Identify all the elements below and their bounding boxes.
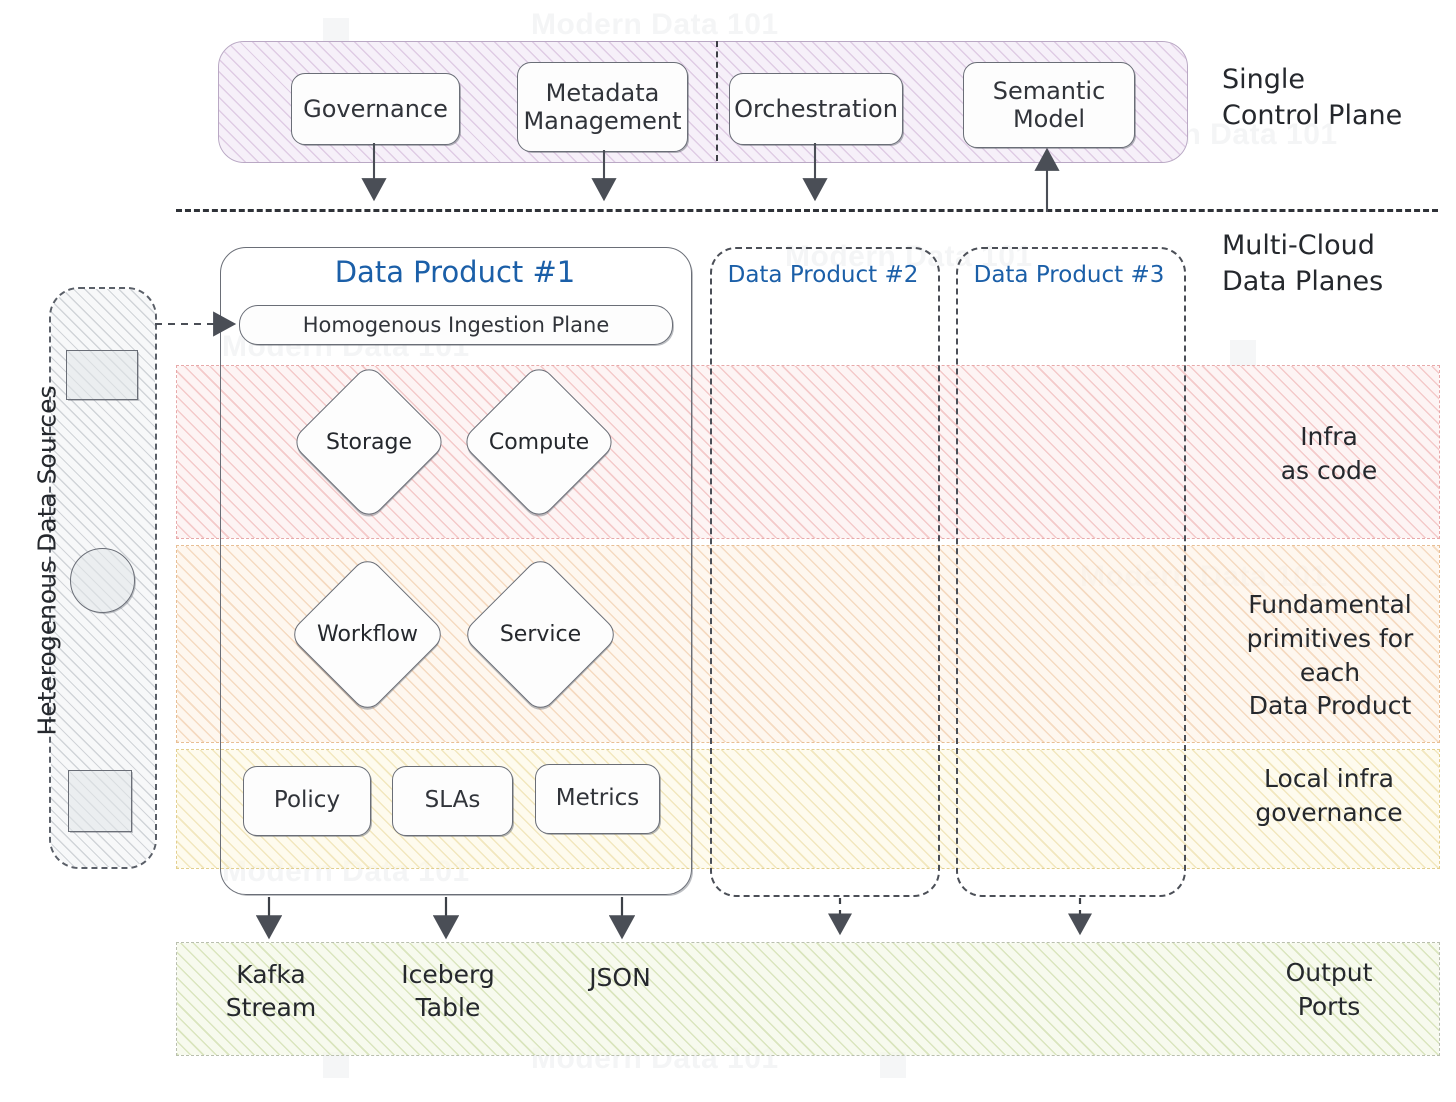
band-local-infra-governance (176, 749, 1440, 869)
watermark-square (880, 1052, 906, 1078)
node-compute[interactable]: Compute (459, 362, 619, 522)
band-governance-caption: Local infra governance (1255, 764, 1403, 827)
band-infra-caption: Infra as code (1280, 422, 1378, 485)
data-product-3-title: Data Product #3 (973, 262, 1165, 288)
watermark: Modern Data 101 (531, 8, 779, 41)
output-port-kafka-stream: Kafka Stream (225, 960, 317, 1022)
node-slas-label: SLAs (424, 787, 481, 814)
node-metrics[interactable]: Metrics (535, 764, 660, 834)
node-workflow[interactable]: Workflow (287, 554, 448, 715)
node-policy-label: Policy (273, 787, 341, 814)
multi-cloud-data-planes-caption: Multi-Cloud Data Planes (1222, 230, 1384, 298)
control-node-metadata-management[interactable]: Metadata Management (517, 62, 688, 152)
node-metrics-label: Metrics (555, 785, 640, 812)
single-control-plane-caption: Single Control Plane (1222, 64, 1403, 132)
node-service[interactable]: Service (460, 554, 621, 715)
node-slas[interactable]: SLAs (392, 766, 513, 836)
data-product-3-container (956, 247, 1186, 897)
control-node-semantic-model-label: Semantic Model (992, 76, 1106, 133)
data-source-rectangle-icon (66, 350, 138, 400)
watermark-square (323, 1052, 349, 1078)
watermark: Modern Data 101 (785, 240, 1033, 273)
node-service-label: Service (499, 622, 582, 647)
watermark-square (1230, 340, 1256, 366)
node-policy[interactable]: Policy (243, 766, 371, 836)
data-product-2-title: Data Product #2 (727, 262, 919, 288)
output-ports-caption: Output Ports (1285, 958, 1373, 1021)
data-product-1-title: Data Product #1 (334, 255, 576, 289)
control-node-governance[interactable]: Governance (291, 73, 460, 145)
node-storage[interactable]: Storage (289, 362, 449, 522)
control-plane-divider (716, 41, 718, 161)
data-source-square-icon (68, 770, 132, 832)
node-storage-label: Storage (325, 429, 413, 455)
plane-separator (176, 209, 1438, 212)
control-node-governance-label: Governance (303, 94, 448, 123)
control-node-metadata-management-label: Metadata Management (523, 78, 682, 135)
data-product-1-container (220, 247, 692, 895)
control-node-orchestration[interactable]: Orchestration (729, 73, 903, 145)
data-source-circle-icon (70, 548, 135, 613)
output-port-json: JSON (589, 963, 651, 992)
data-sources-label: Heterogenous Data Sources (32, 385, 62, 736)
homogenous-ingestion-plane-label: Homogenous Ingestion Plane (302, 313, 610, 337)
output-ports-band (176, 942, 1440, 1056)
node-workflow-label: Workflow (316, 622, 419, 647)
control-node-orchestration-label: Orchestration (734, 94, 898, 123)
control-node-semantic-model[interactable]: Semantic Model (963, 62, 1135, 148)
node-compute-label: Compute (488, 429, 590, 455)
homogenous-ingestion-plane[interactable]: Homogenous Ingestion Plane (239, 305, 673, 345)
watermark-square (323, 18, 349, 44)
output-port-iceberg-table: Iceberg Table (401, 960, 495, 1022)
band-primitives-caption: Fundamental primitives for each Data Pro… (1246, 590, 1414, 721)
data-product-2-container (710, 247, 940, 897)
